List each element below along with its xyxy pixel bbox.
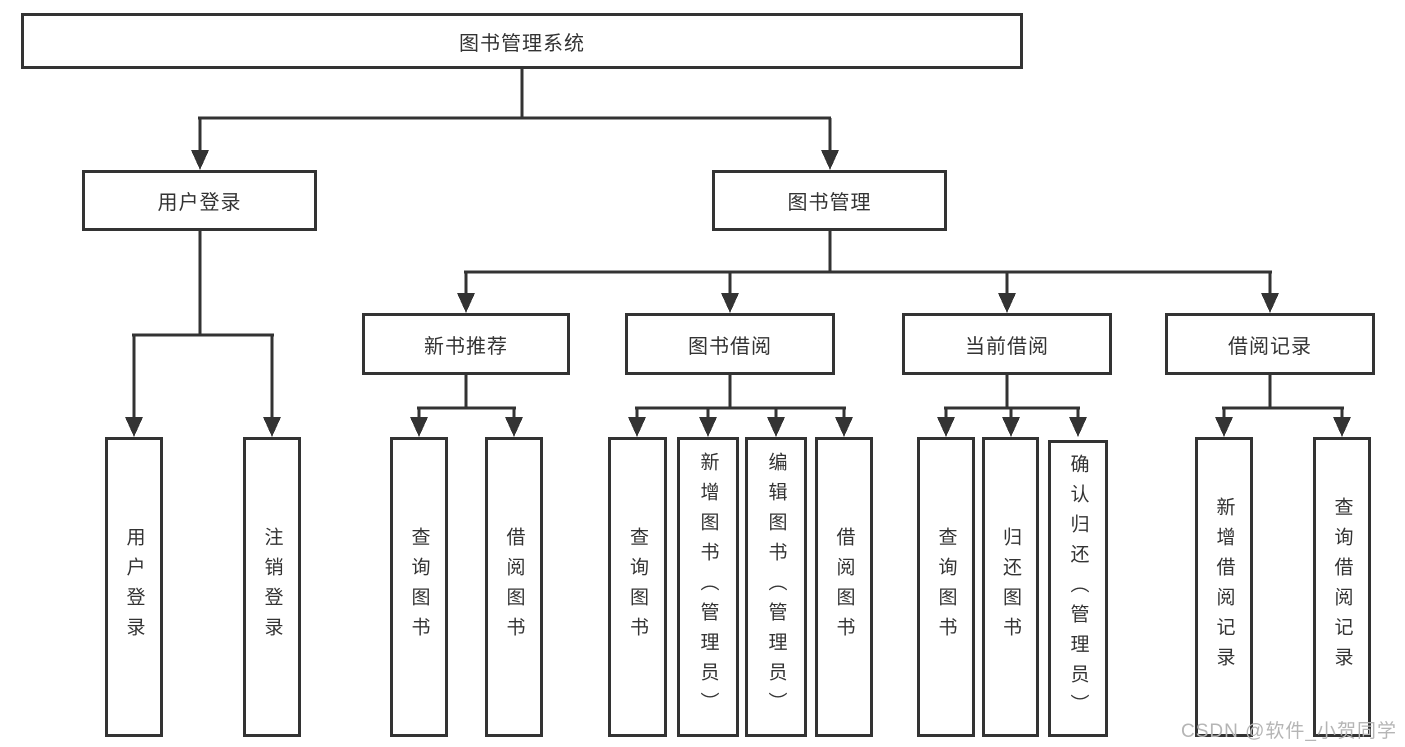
node-label: 新书推荐 [424, 335, 508, 358]
node-label: 图书借阅 [688, 335, 772, 358]
node-current-borrowing: 当前借阅 [902, 313, 1112, 375]
leaf-add-books-admin: 新增图书（管理员） [677, 437, 739, 737]
leaf-label: 编辑图书（管理员） [765, 452, 787, 722]
leaf-borrow-books-recommend: 借阅图书 [485, 437, 543, 737]
leaf-label: 归还图书 [1000, 527, 1021, 647]
node-label: 用户登录 [157, 192, 242, 214]
leaf-logout: 注销登录 [243, 437, 301, 737]
leaf-label: 查询图书 [627, 527, 648, 647]
leaf-edit-books-admin: 编辑图书（管理员） [745, 437, 807, 737]
node-borrowing-records: 借阅记录 [1165, 313, 1375, 375]
leaf-label: 注销登录 [261, 527, 283, 647]
node-book-management-system: 图书管理系统 [21, 13, 1023, 69]
node-label: 图书管理 [787, 192, 872, 214]
leaf-query-books-recommend: 查询图书 [390, 437, 448, 737]
node-new-book-recommendation: 新书推荐 [362, 313, 570, 375]
leaf-label: 确认归还（管理员） [1067, 453, 1089, 724]
leaf-label: 查询图书 [408, 527, 430, 647]
leaf-add-borrow-record: 新增借阅记录 [1195, 437, 1253, 737]
leaf-label: 新增图书（管理员） [697, 452, 719, 722]
leaf-query-books-borrowing: 查询图书 [608, 437, 667, 737]
csdn-watermark: CSDN @软件_小贺同学 [1181, 721, 1397, 742]
leaf-label: 新增借阅记录 [1213, 497, 1235, 677]
leaf-return-books: 归还图书 [982, 437, 1039, 737]
leaf-label: 用户登录 [123, 527, 145, 647]
leaf-query-borrow-record: 查询借阅记录 [1313, 437, 1371, 737]
leaf-borrow-books-borrowing: 借阅图书 [815, 437, 873, 737]
leaf-query-books-current: 查询图书 [917, 437, 975, 737]
node-book-management: 图书管理 [712, 170, 947, 231]
leaf-confirm-return-admin: 确认归还（管理员） [1048, 440, 1108, 737]
leaf-label: 查询图书 [935, 527, 957, 647]
node-label: 借阅记录 [1228, 335, 1312, 358]
node-label: 当前借阅 [965, 335, 1049, 358]
node-user-login: 用户登录 [82, 170, 317, 231]
node-book-borrowing: 图书借阅 [625, 313, 835, 375]
leaf-label: 借阅图书 [503, 527, 525, 647]
node-label: 图书管理系统 [459, 32, 585, 55]
leaf-label: 借阅图书 [833, 527, 855, 647]
leaf-user-login: 用户登录 [105, 437, 163, 737]
leaf-label: 查询借阅记录 [1331, 497, 1353, 677]
